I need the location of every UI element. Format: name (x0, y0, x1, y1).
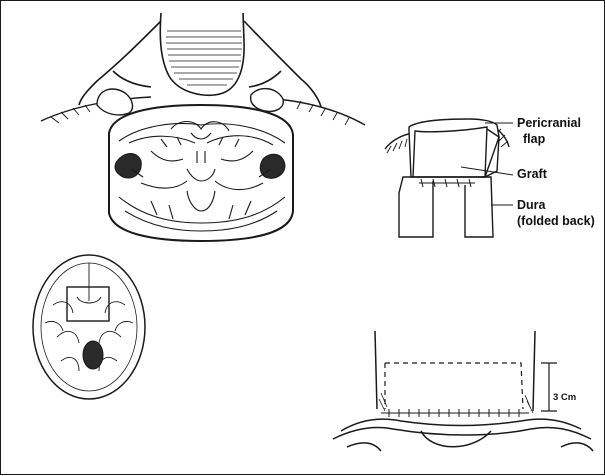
dashed-outline (385, 363, 523, 409)
label-3cm: 3 Cm (553, 391, 576, 405)
suture-row (381, 409, 529, 417)
